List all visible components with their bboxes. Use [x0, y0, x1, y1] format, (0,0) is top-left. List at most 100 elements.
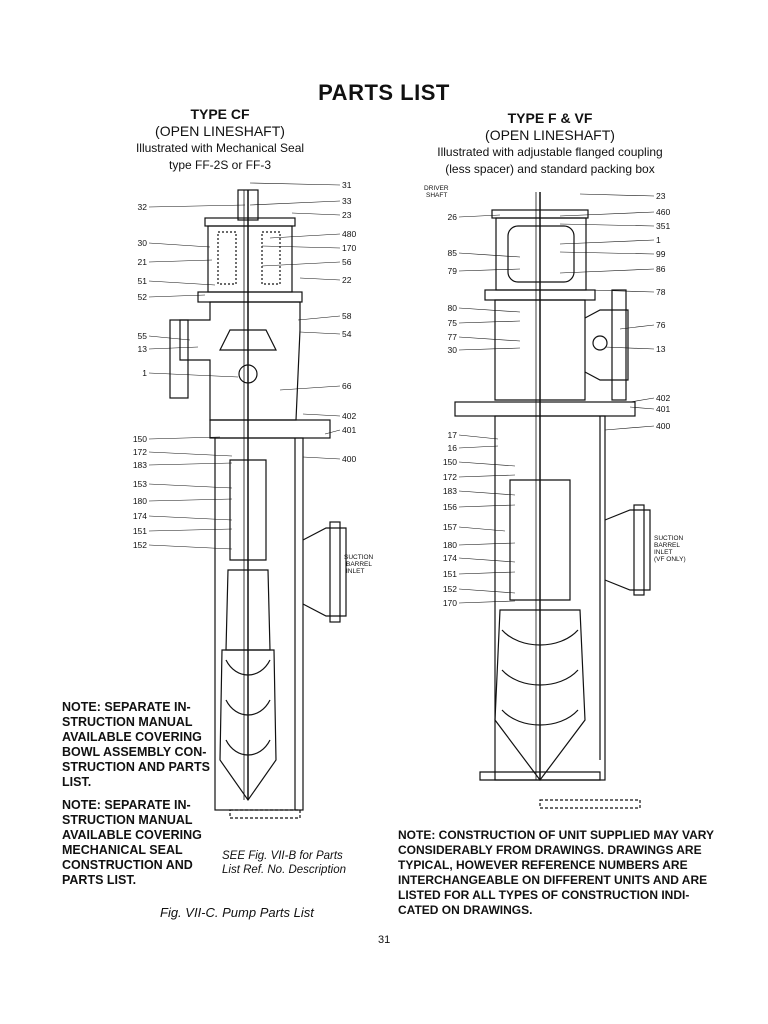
left-part-leader	[148, 544, 233, 550]
left-part-label: 152	[133, 540, 147, 550]
right-part-label: 23	[656, 191, 666, 201]
driver-shaft-line-2: SHAFT	[426, 192, 447, 199]
left-part-label: 170	[342, 243, 356, 253]
left-part-label: 66	[342, 381, 352, 391]
right-part-label: 1	[656, 235, 661, 245]
left-part-label: 31	[342, 180, 352, 190]
left-part-leader	[302, 456, 341, 460]
left-subtitle: (OPEN LINESHAFT)	[155, 123, 285, 139]
note-construction-varies: NOTE: CONSTRUCTION OF UNIT SUPPLIED MAY …	[398, 828, 715, 917]
page-number: 31	[378, 934, 391, 946]
left-pump-drawing	[169, 189, 347, 819]
right-desc-2: (less spacer) and standard packing box	[445, 162, 655, 176]
left-part-label: 402	[342, 411, 356, 421]
left-part-leader	[148, 515, 233, 521]
right-heading: TYPE F & VF (OPEN LINESHAFT) Illustrated…	[410, 110, 690, 178]
right-part-leader	[458, 347, 521, 351]
right-part-label: 460	[656, 207, 670, 217]
left-desc-1: Illustrated with Mechanical Seal	[135, 141, 305, 155]
right-part-label: 174	[443, 553, 457, 563]
right-part-leader	[619, 324, 655, 330]
left-part-labels: 3230215152551311501721831531801741511523…	[133, 180, 357, 550]
right-part-label: 26	[448, 212, 458, 222]
left-part-leader	[148, 335, 191, 341]
left-inlet-line-3: INLET	[346, 568, 364, 575]
left-part-leader	[148, 462, 233, 466]
left-part-label: 400	[342, 454, 356, 464]
left-part-leader	[148, 346, 199, 350]
left-part-leader	[148, 242, 211, 248]
left-part-label: 183	[133, 460, 147, 470]
left-part-label: 21	[138, 257, 148, 267]
right-part-labels: 2685798075773017161501721831561571801741…	[443, 191, 671, 608]
left-part-leader	[148, 483, 233, 489]
left-part-label: 23	[342, 210, 352, 220]
left-part-leader	[148, 280, 216, 286]
left-part-leader	[261, 261, 341, 267]
right-part-leader	[458, 268, 521, 272]
right-pump-drawing	[454, 192, 651, 809]
left-part-leader	[324, 429, 341, 435]
left-part-label: 22	[342, 275, 352, 285]
left-part-label: 51	[138, 276, 148, 286]
left-part-leader	[261, 245, 341, 249]
right-part-leader	[458, 474, 516, 478]
page-title: PARTS LIST	[318, 80, 450, 105]
right-part-label: 401	[656, 404, 670, 414]
right-inlet-line-3: INLET	[654, 549, 672, 556]
right-part-leader	[458, 307, 521, 313]
right-part-label: 16	[448, 443, 458, 453]
right-part-leader	[458, 320, 521, 324]
left-part-label: 1	[142, 368, 147, 378]
right-part-label: 79	[448, 266, 458, 276]
left-part-leader	[148, 498, 233, 502]
right-leader-lines	[458, 193, 655, 604]
left-part-label: 153	[133, 479, 147, 489]
left-part-label: 52	[138, 292, 148, 302]
right-part-leader	[458, 504, 516, 508]
right-part-leader	[458, 571, 516, 575]
right-part-label: 17	[448, 430, 458, 440]
right-part-leader	[559, 239, 655, 245]
right-part-label: 183	[443, 486, 457, 496]
left-part-label: 56	[342, 257, 352, 267]
figure-caption: Fig. VII-C. Pump Parts List	[160, 905, 314, 920]
left-part-label: 55	[138, 331, 148, 341]
right-part-label: 13	[656, 344, 666, 354]
right-part-label: 150	[443, 457, 457, 467]
left-part-leader	[148, 204, 246, 208]
left-part-label: 172	[133, 447, 147, 457]
left-part-leader	[291, 212, 341, 216]
right-part-leader	[458, 600, 516, 604]
left-type: TYPE CF	[190, 106, 250, 122]
right-part-leader	[559, 268, 655, 274]
right-part-leader	[458, 214, 501, 218]
right-part-leader	[604, 425, 655, 431]
right-part-leader	[458, 336, 521, 342]
left-inlet-line-1: SUCTION	[344, 554, 374, 561]
left-part-leader	[249, 182, 341, 186]
left-part-label: 32	[138, 202, 148, 212]
right-part-leader	[458, 434, 499, 440]
right-part-label: 75	[448, 318, 458, 328]
right-part-label: 400	[656, 421, 670, 431]
right-part-leader	[458, 542, 516, 546]
right-part-label: 170	[443, 598, 457, 608]
right-part-leader	[559, 251, 655, 255]
note-bowl-assembly: NOTE: SEPARATE IN- STRUCTION MANUAL AVAI…	[62, 700, 210, 789]
right-part-leader	[629, 406, 655, 410]
right-inlet-line-1: SUCTION	[654, 535, 684, 542]
left-part-leader	[297, 315, 341, 321]
left-part-label: 150	[133, 434, 147, 444]
right-part-leader	[589, 289, 655, 293]
right-part-label: 77	[448, 332, 458, 342]
right-part-label: 151	[443, 569, 457, 579]
right-part-label: 76	[656, 320, 666, 330]
right-inlet-line-2: BARREL	[654, 542, 680, 549]
right-part-label: 152	[443, 584, 457, 594]
left-part-label: 33	[342, 196, 352, 206]
right-part-leader	[458, 490, 516, 496]
right-part-label: 99	[656, 249, 666, 259]
left-inlet-line-2: BARREL	[346, 561, 372, 568]
left-part-label: 13	[138, 344, 148, 354]
